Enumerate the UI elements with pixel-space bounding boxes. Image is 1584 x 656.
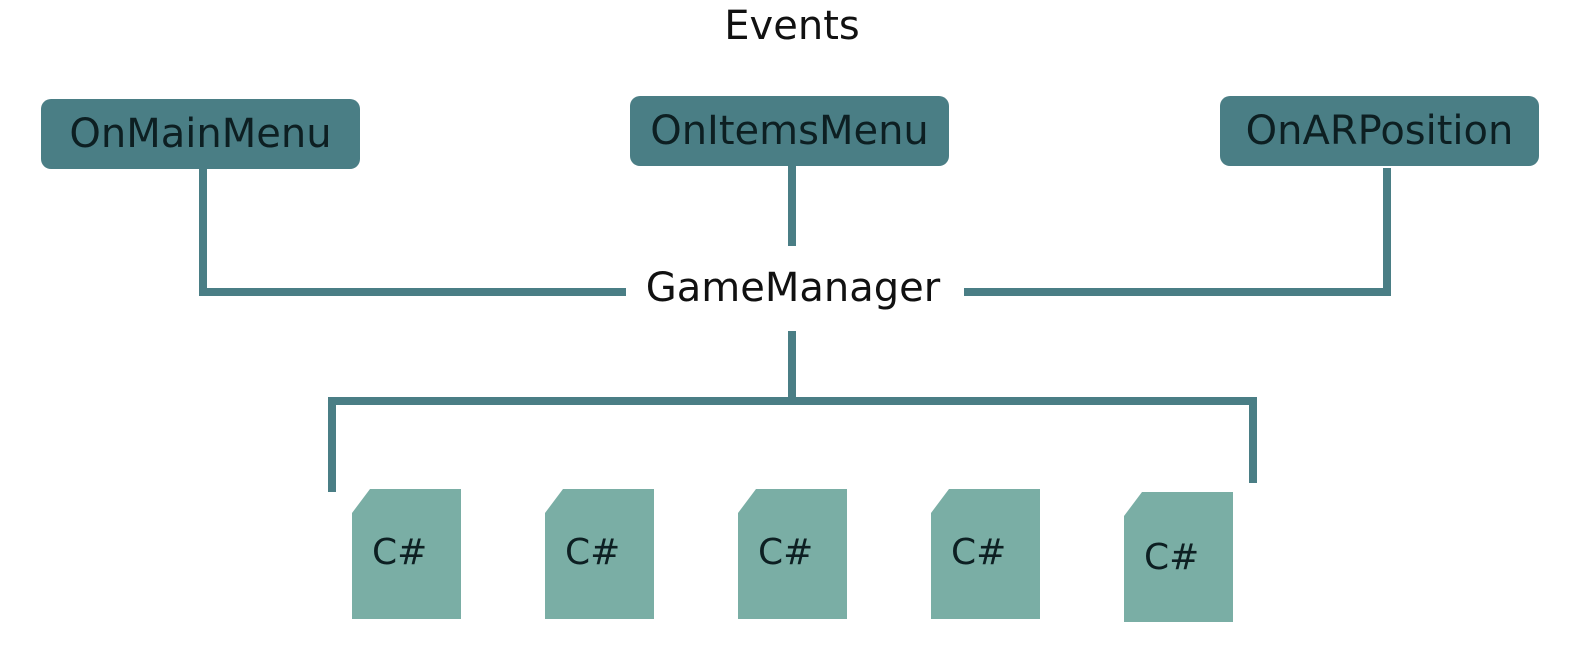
event-label: OnItemsMenu [650,108,929,154]
game-manager-node[interactable]: GameManager [645,265,941,311]
script-label: C# [758,532,814,573]
connector-main-to-hub [199,168,626,296]
csharp-script-file-icon[interactable]: C# [545,489,654,619]
event-box-on-ar-position[interactable]: OnARPosition [1220,96,1539,166]
event-box-on-items-menu[interactable]: OnItemsMenu [630,96,949,166]
event-label: OnMainMenu [69,111,332,157]
script-label: C# [372,532,428,573]
csharp-script-file-icon[interactable]: C# [931,489,1040,619]
script-label: C# [951,532,1007,573]
connector-ar-to-hub [964,168,1391,296]
event-label: OnARPosition [1245,108,1514,154]
csharp-script-file-icon[interactable]: C# [352,489,461,619]
csharp-script-file-icon[interactable]: C# [738,489,847,619]
file-shape [545,489,654,619]
file-shape [738,489,847,619]
script-label: C# [1144,537,1200,578]
file-shape [931,489,1040,619]
diagram-title: Events [724,3,860,49]
file-shape [352,489,461,619]
csharp-script-file-icon[interactable]: C# [1124,492,1233,622]
script-label: C# [565,532,621,573]
file-shape [1124,492,1233,622]
event-box-on-main-menu[interactable]: OnMainMenu [41,99,360,169]
connector-script-bus [328,397,1257,492]
